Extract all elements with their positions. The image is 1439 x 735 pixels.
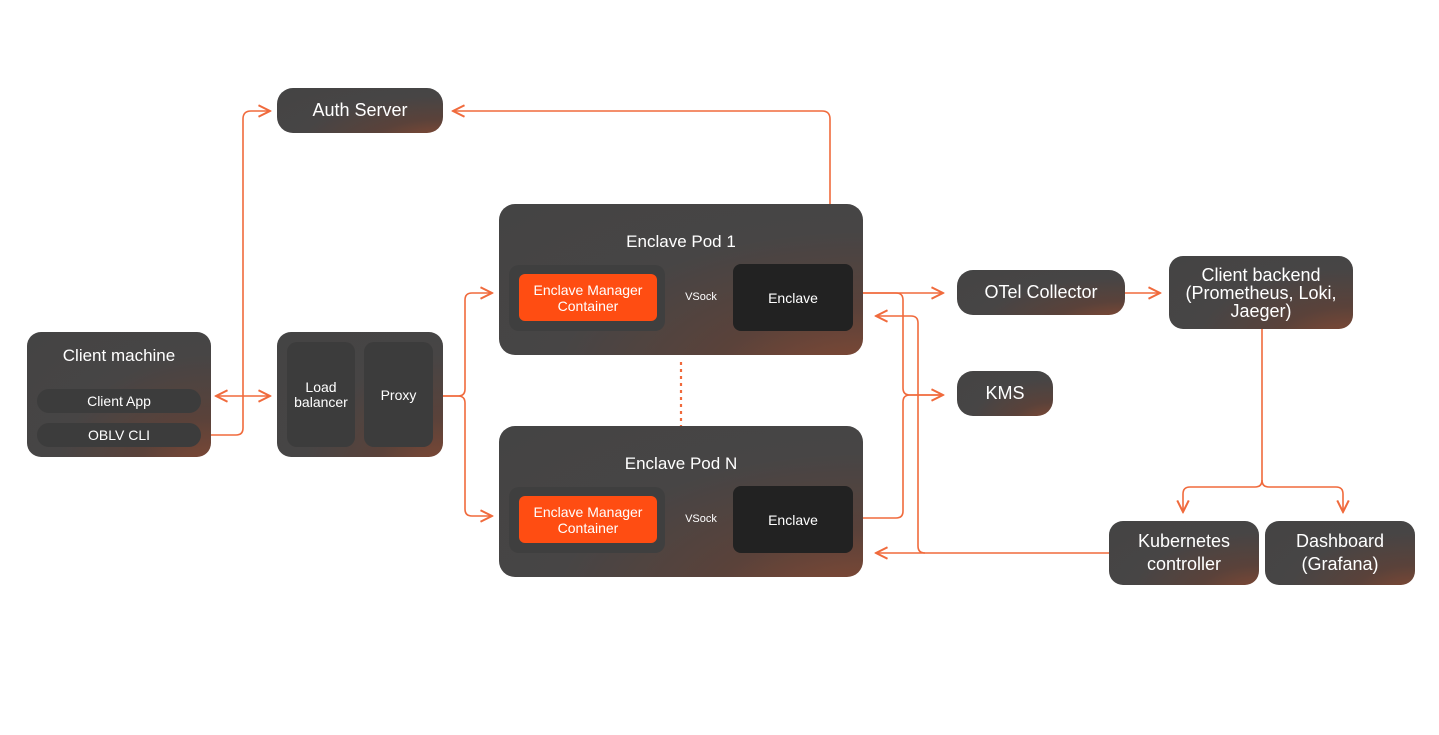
auth-server-label: Auth Server xyxy=(312,100,408,120)
load-balancer-group[interactable]: Load balancer Proxy xyxy=(277,332,443,457)
kubernetes-controller-box[interactable]: Kubernetes controller xyxy=(1109,521,1259,585)
kubernetes-controller-label: Kubernetes controller xyxy=(1137,531,1231,574)
kms-label: KMS xyxy=(985,383,1025,403)
client-app-label: Client App xyxy=(87,393,151,409)
pod1-enclave[interactable]: Enclave xyxy=(733,264,853,331)
podN-enclave-label: Enclave xyxy=(768,511,818,528)
auth-server-box[interactable]: Auth Server xyxy=(277,88,443,133)
load-balancer-label: Load balancer xyxy=(294,378,348,410)
oblv-cli-label: OBLV CLI xyxy=(88,427,150,443)
backend-split-arrow xyxy=(1183,329,1263,512)
pod1-title: Enclave Pod 1 xyxy=(626,232,736,251)
podN-manager-label: Enclave Manager Container xyxy=(533,503,643,536)
podN-enclave-manager-container[interactable]: Enclave Manager Container xyxy=(519,496,657,543)
dashboard-box[interactable]: Dashboard (Grafana) xyxy=(1265,521,1415,585)
proxy-item[interactable]: Proxy xyxy=(364,342,433,447)
load-balancer-item[interactable]: Load balancer xyxy=(287,342,355,447)
pod1-enclave-manager-container[interactable]: Enclave Manager Container xyxy=(519,274,657,321)
kms-box[interactable]: KMS xyxy=(957,371,1053,416)
client-machine-box[interactable]: Client machine Client App OBLV CLI xyxy=(27,332,211,457)
podN-title: Enclave Pod N xyxy=(624,454,738,473)
client-backend-label: Client backend (Prometheus, Loki, Jaeger… xyxy=(1185,264,1337,321)
dashboard-label: Dashboard (Grafana) xyxy=(1295,531,1385,574)
pod1-manager-label: Enclave Manager Container xyxy=(533,281,643,314)
otel-collector-box[interactable]: OTel Collector xyxy=(957,270,1125,315)
client-backend-box[interactable]: Client backend (Prometheus, Loki, Jaeger… xyxy=(1169,256,1353,329)
client-app-item[interactable]: Client App xyxy=(37,389,201,413)
podN-vsock-label: VSock xyxy=(685,513,717,525)
pod1-enclave-label: Enclave xyxy=(768,289,818,306)
enclave-pod-1[interactable]: Enclave Pod 1 Enclave Manager Container … xyxy=(499,204,863,355)
otel-collector-label: OTel Collector xyxy=(984,282,1098,302)
enclave-kms-arrow xyxy=(863,292,943,395)
oblv-cli-item[interactable]: OBLV CLI xyxy=(37,423,201,447)
proxy-pods-arrow xyxy=(443,293,492,397)
enclave-pod-n[interactable]: Enclave Pod N Enclave Manager Container … xyxy=(499,426,863,577)
client-machine-title: Client machine xyxy=(62,346,176,365)
proxy-label: Proxy xyxy=(380,386,417,403)
k8s-pod1-arrow xyxy=(876,316,926,554)
pod1-vsock-label: VSock xyxy=(685,291,717,303)
podN-enclave[interactable]: Enclave xyxy=(733,486,853,553)
